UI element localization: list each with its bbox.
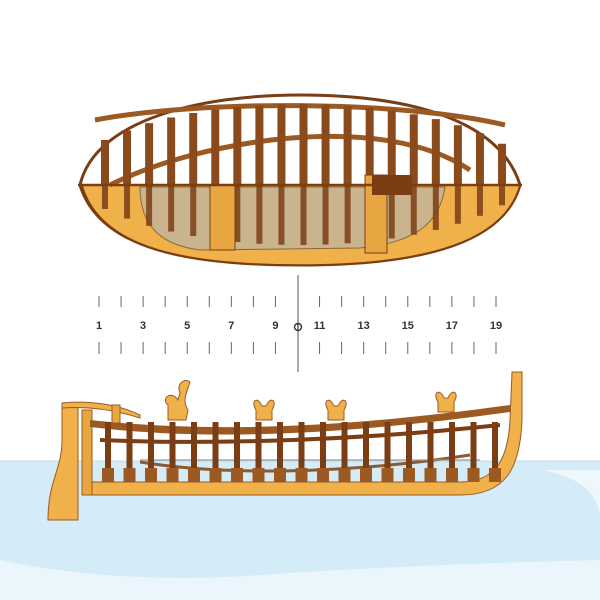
profile-floor-timber: [403, 468, 415, 482]
profile-frame: [148, 422, 154, 482]
profile-floor-timber: [338, 468, 351, 482]
profile-frame: [384, 422, 391, 482]
plan-floor-timber: [168, 185, 175, 232]
plan-view: [78, 93, 522, 267]
profile-frame: [449, 422, 455, 482]
plan-floor-timber: [432, 185, 439, 230]
station-label: 17: [446, 320, 458, 332]
plan-frame: [167, 117, 176, 185]
profile-floor-timber: [231, 468, 243, 482]
plan-floor-timber: [278, 185, 285, 245]
midship-circle-icon: [293, 322, 303, 332]
profile-frame: [363, 422, 369, 482]
profile-frame: [212, 422, 219, 482]
profile-frame: [406, 422, 412, 482]
profile-floor-timber: [381, 468, 394, 482]
plan-frame: [255, 105, 264, 185]
plan-floor-timber: [256, 185, 263, 244]
plan-frame: [233, 106, 242, 185]
plan-floor-timber: [124, 185, 131, 219]
profile-floor-timber: [489, 468, 501, 482]
station-label: 5: [184, 320, 190, 332]
profile-floor-timber: [467, 468, 480, 482]
rudder: [47, 404, 79, 521]
profile-floor-timber: [424, 468, 437, 482]
plan-floor-timber: [454, 185, 461, 224]
plan-frame: [277, 104, 286, 185]
profile-frame: [169, 422, 176, 482]
plan-floor-timber: [410, 185, 417, 235]
plan-frame: [321, 104, 330, 185]
profile-floor-timber: [317, 468, 329, 482]
station-label: 19: [490, 320, 502, 332]
station-label: 13: [358, 320, 370, 332]
station-label: 3: [140, 320, 146, 332]
plan-frame: [365, 107, 374, 185]
plan-floor-timber: [476, 185, 483, 216]
profile-floor-timber: [274, 468, 286, 482]
profile-frame: [126, 422, 133, 482]
profile-floor-timber: [295, 468, 308, 482]
profile-floor-timber: [209, 468, 222, 482]
profile-frame: [470, 422, 477, 482]
plan-floor-timber: [499, 185, 505, 206]
station-label: 9: [272, 320, 278, 332]
profile-floor-timber: [252, 468, 265, 482]
station-label: 15: [402, 320, 414, 332]
profile-frame: [234, 422, 240, 482]
plan-frame: [409, 114, 418, 185]
keel-and-stem: [81, 371, 523, 496]
profile-frame: [277, 422, 283, 482]
plan-frame: [189, 112, 198, 185]
profile-floor-timber: [166, 468, 179, 482]
plan-frame: [453, 125, 462, 185]
profile-floor-timber: [188, 468, 200, 482]
profile-frame: [492, 422, 498, 482]
profile-floor-timber: [446, 468, 458, 482]
profile-frame: [191, 422, 197, 482]
plan-floor-timber: [300, 185, 307, 245]
plan-frame: [387, 110, 396, 185]
plan-frame: [498, 143, 506, 185]
profile-frame: [341, 422, 348, 482]
profile-frame: [427, 422, 434, 482]
profile-floor-timber: [145, 468, 157, 482]
plan-floor-timber: [344, 185, 351, 244]
profile-frame: [298, 422, 305, 482]
plan-frame: [123, 130, 132, 185]
plan-frame: [299, 104, 308, 185]
profile-floor-timber: [102, 468, 114, 482]
oarlocks: [164, 379, 457, 421]
plan-floor-timber: [146, 185, 153, 226]
plan-frame: [431, 119, 440, 185]
station-label: 11: [314, 320, 326, 332]
sternpost: [81, 409, 93, 496]
plan-floor-timber: [102, 185, 108, 209]
plan-floor-timber: [322, 185, 329, 245]
tiller: [61, 401, 141, 419]
profile-frame: [320, 422, 326, 482]
profile-frame: [255, 422, 262, 482]
plan-floor-timber: [234, 185, 241, 243]
plan-floor-timber: [190, 185, 197, 237]
plan-frame: [343, 105, 352, 185]
station-label: 1: [96, 320, 102, 332]
station-label: 7: [228, 320, 234, 332]
plan-frame: [145, 123, 154, 185]
plan-frame: [475, 133, 484, 185]
plan-floor-timber: [388, 185, 395, 239]
profile-floor-timber: [123, 468, 136, 482]
hold-floor: [139, 186, 446, 251]
profile-frame: [105, 422, 111, 482]
plan-frame: [211, 109, 220, 185]
profile-floor-timber: [360, 468, 372, 482]
profile-view: [47, 371, 523, 521]
plan-frame: [101, 140, 109, 185]
